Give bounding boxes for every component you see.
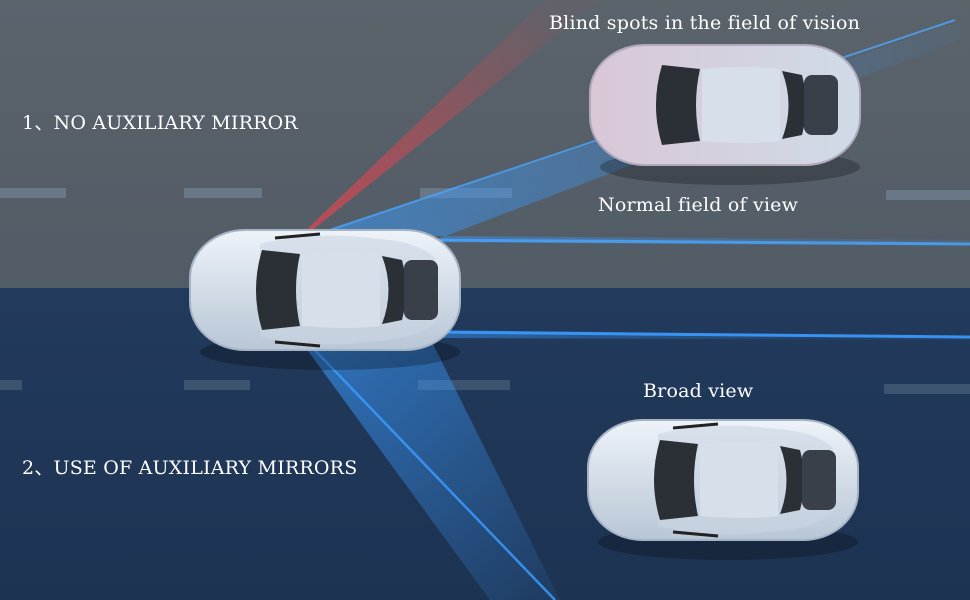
blind-spot-beam (298, 0, 600, 240)
section-title-no-mirror: 1、NO AUXILIARY MIRROR (22, 112, 298, 134)
blind-spot-annotation: Blind spots in the field of vision (549, 12, 861, 34)
other-car-top-icon (589, 44, 861, 185)
other-car-bottom-icon (586, 418, 860, 560)
broad-view-annotation: Broad view (643, 380, 754, 402)
section-title-with-mirror: 2、USE OF AUXILIARY MIRRORS (22, 457, 358, 479)
normal-view-annotation: Normal field of view (598, 194, 799, 216)
ego-car-icon (188, 228, 462, 370)
broad-view-beam (300, 330, 970, 600)
